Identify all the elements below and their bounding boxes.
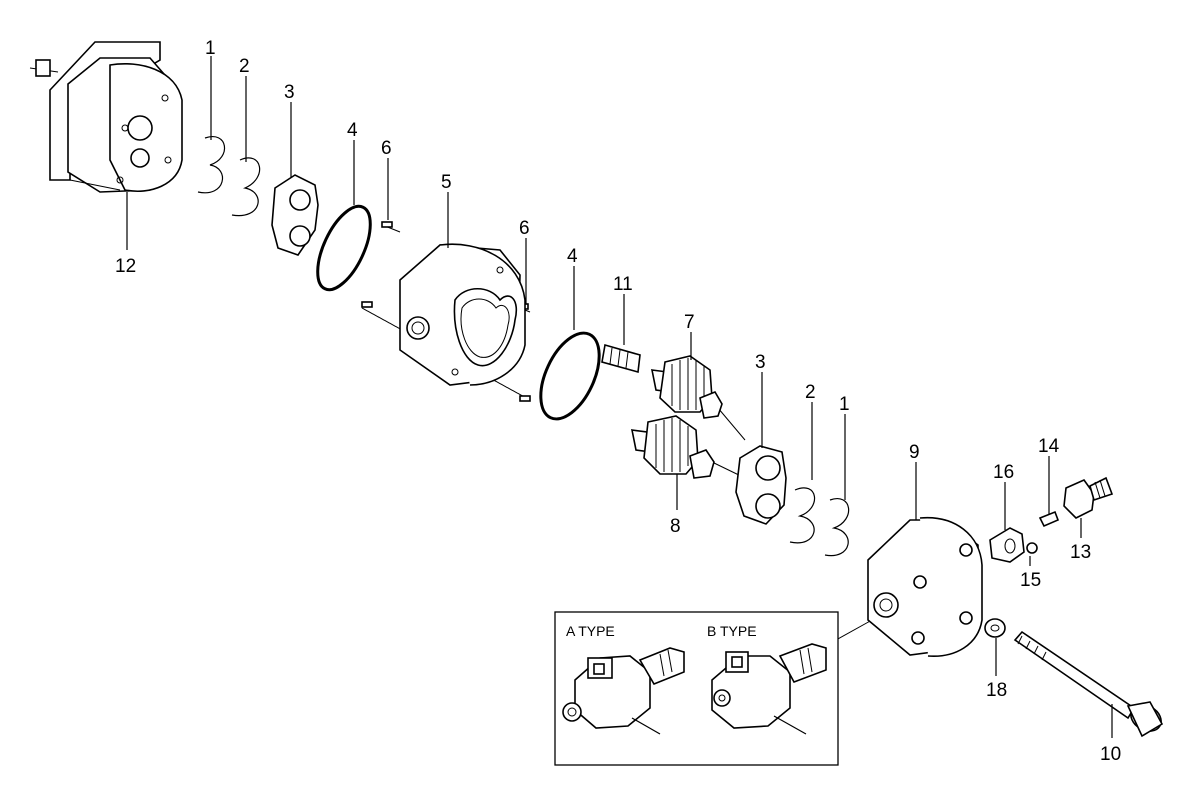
front-cover-9 [867, 516, 983, 657]
callout-11: 11 [613, 274, 633, 295]
callout-6-left: 6 [381, 138, 392, 159]
callout-13: 13 [1070, 542, 1091, 563]
callout-8: 8 [670, 516, 681, 537]
callout-6-right: 6 [519, 218, 530, 239]
callout-9: 9 [909, 442, 920, 463]
plug-13 [1063, 476, 1114, 519]
ball-15 [1026, 542, 1038, 554]
solenoid-b-type [711, 643, 827, 735]
callout-2-left: 2 [239, 56, 250, 77]
washer-18 [984, 618, 1006, 638]
seal-2-right [789, 487, 816, 544]
bolt-10 [1013, 630, 1164, 738]
callout-15: 15 [1020, 570, 1041, 591]
driven-gear-8 [630, 415, 715, 479]
gear-housing-5 [399, 243, 526, 386]
solenoid-type-inset: A TYPE B TYPE [554, 611, 839, 766]
a-type-label: A TYPE [566, 623, 615, 639]
callout-7: 7 [684, 312, 695, 333]
seal-2-left [231, 157, 261, 217]
leader-lines [126, 56, 1113, 738]
callout-1-left: 1 [205, 38, 216, 59]
drive-gear-7 [650, 355, 723, 419]
snap-ring-1-left [197, 135, 226, 194]
callout-4-right: 4 [567, 246, 578, 267]
callout-2-right: 2 [805, 382, 816, 403]
spring-14 [1038, 510, 1060, 528]
bushing-block-3-left [271, 174, 319, 256]
valve-spool-16 [989, 527, 1025, 563]
callout-12: 12 [115, 256, 136, 277]
callout-16: 16 [993, 462, 1014, 483]
callout-3-left: 3 [284, 82, 295, 103]
callout-10: 10 [1100, 744, 1121, 765]
callout-4-left: 4 [347, 120, 358, 141]
bushing-block-3-right [735, 445, 787, 525]
b-type-label: B TYPE [707, 623, 757, 639]
coupling-sleeve-11 [601, 343, 641, 374]
o-ring-4-right [539, 331, 601, 421]
callout-3-right: 3 [755, 352, 766, 373]
callout-1-right: 1 [839, 394, 850, 415]
o-ring-4-left [316, 204, 372, 292]
rear-housing-12 [29, 41, 183, 193]
solenoid-a-type [562, 647, 685, 735]
callout-5: 5 [441, 172, 452, 193]
snap-ring-1-right [824, 497, 850, 557]
callout-18: 18 [986, 680, 1007, 701]
callout-14: 14 [1038, 436, 1060, 457]
